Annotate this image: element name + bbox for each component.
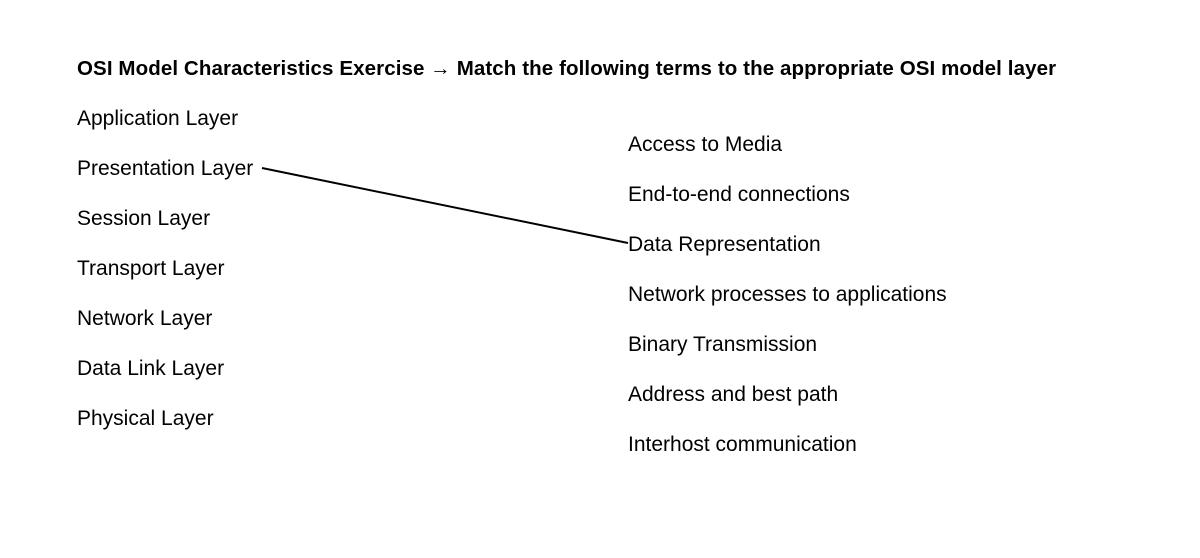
page-title: OSI Model Characteristics Exercise → Mat… xyxy=(77,57,1057,80)
characteristic-item-network-processes-to-applications[interactable]: Network processes to applications xyxy=(628,283,947,306)
osi-layers-column: Application Layer Presentation Layer Ses… xyxy=(77,106,253,456)
layer-item-transport[interactable]: Transport Layer xyxy=(77,257,225,280)
layer-item-application[interactable]: Application Layer xyxy=(77,107,239,130)
characteristic-item-address-and-best-path[interactable]: Address and best path xyxy=(628,383,839,406)
characteristic-item-interhost-communication[interactable]: Interhost communication xyxy=(628,433,857,456)
layer-item-network[interactable]: Network Layer xyxy=(77,307,213,330)
layer-item-data-link[interactable]: Data Link Layer xyxy=(77,357,225,380)
layer-item-presentation[interactable]: Presentation Layer xyxy=(77,157,254,180)
characteristic-item-access-to-media[interactable]: Access to Media xyxy=(628,133,783,156)
characteristic-item-data-representation[interactable]: Data Representation xyxy=(628,233,821,256)
osi-characteristics-column: Access to Media End-to-end connections D… xyxy=(628,132,947,482)
characteristic-item-binary-transmission[interactable]: Binary Transmission xyxy=(628,333,818,356)
characteristic-item-end-to-end-connections[interactable]: End-to-end connections xyxy=(628,183,850,206)
layer-item-session[interactable]: Session Layer xyxy=(77,207,211,230)
connector-presentation-to-data-representation xyxy=(261,167,629,244)
layer-item-physical[interactable]: Physical Layer xyxy=(77,407,214,430)
